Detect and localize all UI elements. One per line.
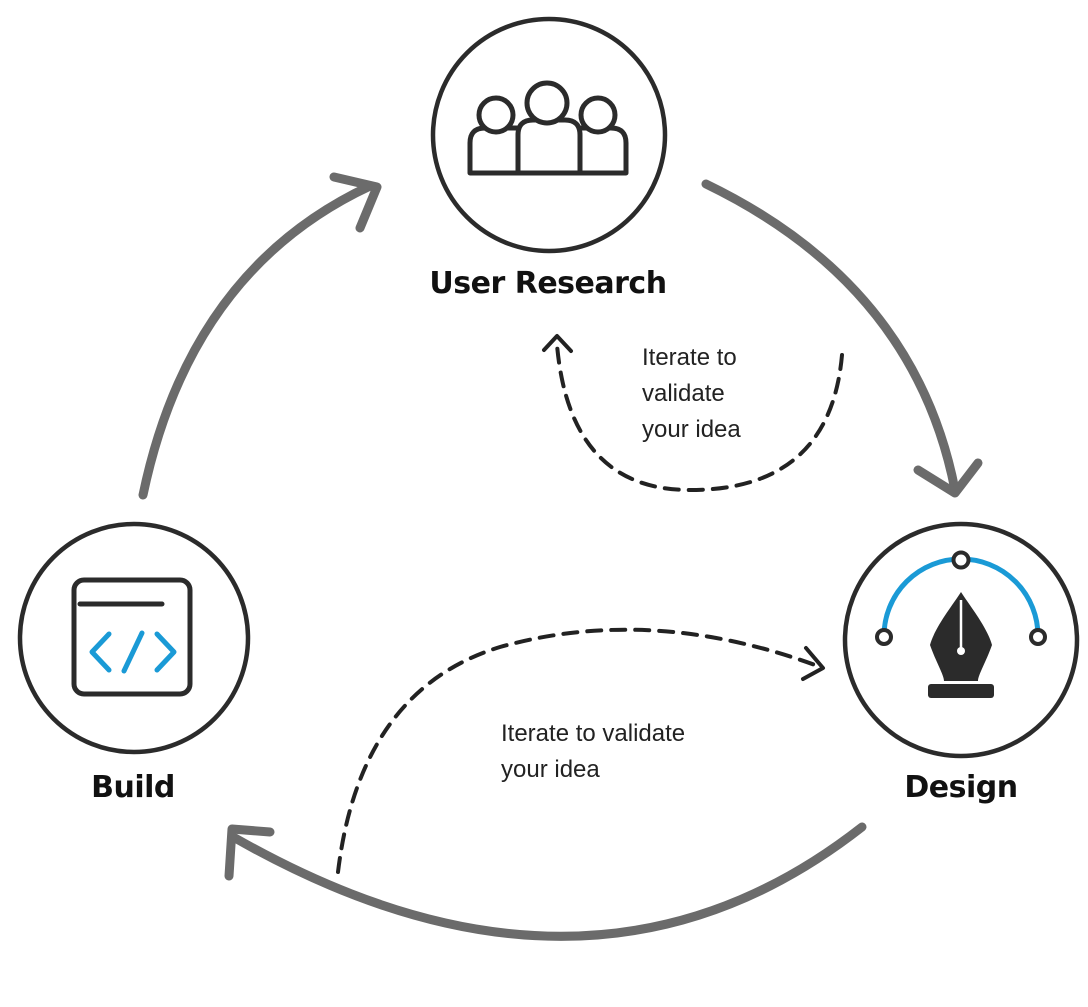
code-window-icon	[71, 577, 193, 697]
arrow-research-to-design	[701, 179, 960, 495]
note-line: Iterate to	[642, 344, 737, 371]
note-line: your idea	[642, 416, 741, 443]
node-label-build: Build	[91, 770, 175, 805]
dashed-arrow-build-to-design	[336, 627, 817, 874]
dashed-arrow-design-to-research-head	[542, 334, 573, 353]
node-label-user-research: User Research	[429, 266, 667, 301]
arrow-build-to-research	[138, 181, 375, 500]
iteration-note-upper: Iterate to validate your idea	[642, 340, 741, 448]
iteration-note-lower: Iterate to validate your idea	[501, 716, 685, 788]
note-line: validate	[642, 380, 725, 407]
arrow-build-to-research-head	[329, 172, 382, 233]
note-line: your idea	[501, 756, 600, 783]
pen-tool-icon	[875, 550, 1047, 698]
arrow-design-to-build-head	[224, 824, 275, 881]
dashed-arrow-design-to-research	[555, 343, 844, 493]
note-line: Iterate to validate	[501, 720, 686, 747]
arrow-research-to-design-head	[913, 458, 983, 498]
dashed-arrow-build-to-design-head	[801, 646, 825, 681]
node-label-design: Design	[904, 770, 1018, 805]
users-group-icon	[467, 80, 629, 176]
arrow-design-to-build	[230, 822, 867, 941]
node-circle-build	[17, 521, 251, 755]
